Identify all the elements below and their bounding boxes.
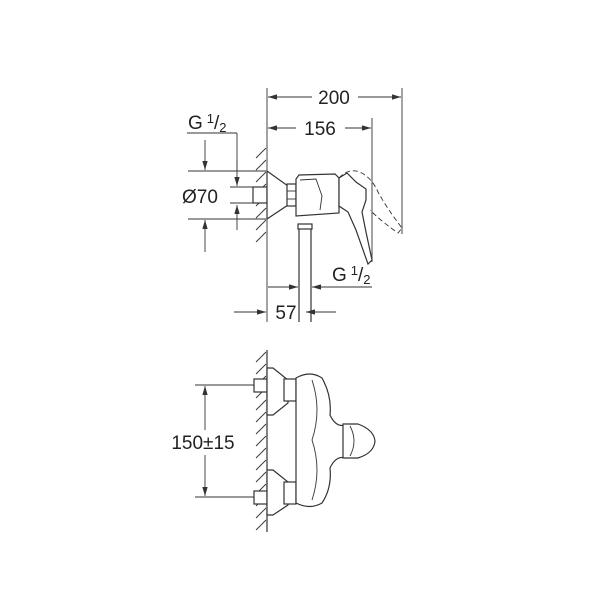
dim-156-label: 156 — [304, 119, 336, 140]
mixer-top-view — [252, 169, 403, 322]
dim-70-label: Ø70 — [182, 187, 218, 208]
dimension-150: 150±15 — [171, 384, 254, 498]
dimension-200: 200 — [268, 88, 401, 109]
dim-200-label: 200 — [318, 88, 350, 109]
mixer-front-view — [253, 367, 376, 516]
dim-57-label: 57 — [275, 303, 296, 324]
dim-150-label: 150±15 — [171, 433, 234, 454]
front-view: 150±15 — [171, 350, 376, 532]
dimension-diameter-70: Ø70 — [182, 140, 266, 252]
dimension-156: 156 — [268, 119, 371, 140]
dimension-57: 57 — [234, 303, 336, 324]
